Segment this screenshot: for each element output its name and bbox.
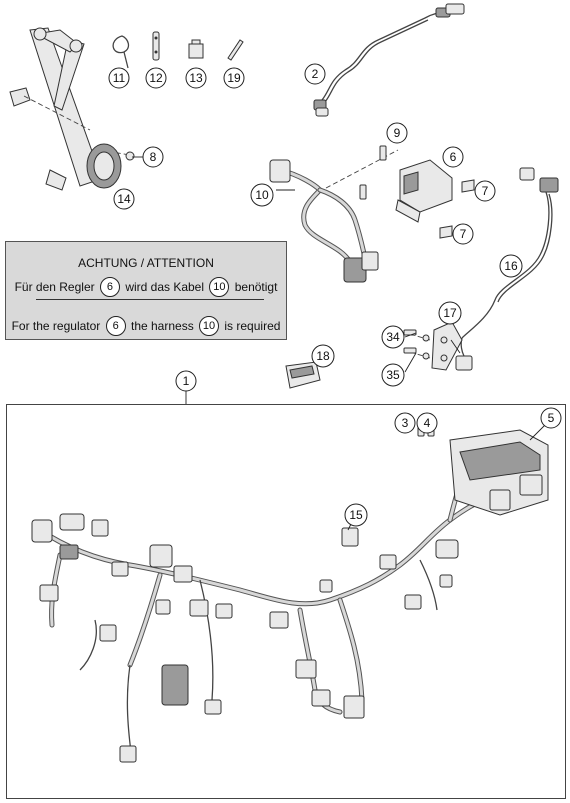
callout-7-lower: 7 [452, 223, 474, 245]
callout-3: 3 [394, 412, 416, 434]
notice-de-before: Für den Regler [14, 280, 95, 294]
svg-text:13: 13 [189, 71, 203, 85]
attention-notice: ACHTUNG / ATTENTION Für den Regler 6 wir… [5, 241, 287, 340]
callout-12: 12 [145, 67, 167, 89]
callout-34: 34 [381, 325, 405, 349]
callout-4: 4 [416, 412, 438, 434]
connector-18-drawing [285, 361, 321, 389]
svg-text:2: 2 [312, 67, 319, 81]
callout-13: 13 [185, 67, 207, 89]
svg-text:1: 1 [183, 374, 190, 388]
main-wiring-harness-drawing [31, 425, 549, 763]
svg-text:18: 18 [316, 349, 330, 363]
callout-1: 1 [175, 370, 197, 392]
callout-17: 17 [438, 301, 462, 325]
svg-text:10: 10 [255, 188, 269, 202]
callout-16: 16 [499, 254, 523, 278]
svg-text:4: 4 [424, 416, 431, 430]
regulator-and-harness-drawing [269, 145, 475, 283]
svg-text:16: 16 [504, 259, 518, 273]
callout-2: 2 [304, 63, 326, 85]
svg-text:34: 34 [386, 330, 400, 344]
callout-5: 5 [540, 407, 562, 429]
notice-title: ACHTUNG / ATTENTION [6, 255, 286, 270]
notice-de-middle: wird das Kabel [125, 280, 205, 294]
svg-text:6: 6 [450, 150, 457, 164]
svg-text:7: 7 [460, 227, 467, 241]
callout-10: 10 [250, 183, 274, 207]
notice-line-german: Für den Regler 6 wird das Kabel 10 benöt… [6, 277, 286, 297]
callout-6: 6 [442, 146, 464, 168]
callout-19: 19 [223, 67, 245, 89]
callout-35: 35 [381, 363, 405, 387]
callout-18: 18 [311, 344, 335, 368]
svg-text:7: 7 [482, 184, 489, 198]
notice-en-after: is required [224, 319, 281, 333]
notice-de-harness-ref: 10 [209, 277, 230, 297]
svg-text:9: 9 [394, 126, 401, 140]
svg-text:11: 11 [113, 71, 126, 85]
callout-11: 11 [108, 67, 130, 89]
svg-text:5: 5 [548, 411, 555, 425]
notice-line-english: For the regulator 6 the harness 10 is re… [6, 316, 286, 336]
svg-text:14: 14 [117, 192, 131, 206]
notice-divider [36, 299, 264, 300]
callout-9: 9 [386, 122, 408, 144]
svg-text:8: 8 [150, 150, 157, 164]
svg-text:19: 19 [227, 71, 241, 85]
svg-text:3: 3 [402, 416, 409, 430]
notice-de-regulator-ref: 6 [99, 277, 120, 297]
callout-15: 15 [344, 503, 368, 527]
small-parts-drawing [112, 31, 244, 69]
horn-bracket-drawing [9, 27, 135, 191]
notice-en-before: For the regulator [11, 319, 101, 333]
svg-text:35: 35 [386, 368, 400, 382]
cable-2-drawing [313, 3, 465, 117]
svg-text:12: 12 [149, 71, 163, 85]
notice-title-text: ACHTUNG / ATTENTION [78, 255, 214, 270]
cable-16-drawing [455, 167, 559, 371]
bracket-17-drawing [403, 321, 463, 371]
main-harness-frame [6, 404, 566, 799]
callout-7-upper: 7 [474, 180, 496, 202]
notice-en-regulator-ref: 6 [105, 316, 126, 336]
svg-text:15: 15 [349, 508, 363, 522]
notice-de-after: benötigt [234, 280, 278, 294]
callout-8: 8 [142, 146, 164, 168]
svg-text:17: 17 [443, 306, 457, 320]
callout-14: 14 [113, 188, 135, 210]
notice-en-harness-ref: 10 [199, 316, 220, 336]
notice-en-middle: the harness [130, 319, 194, 333]
